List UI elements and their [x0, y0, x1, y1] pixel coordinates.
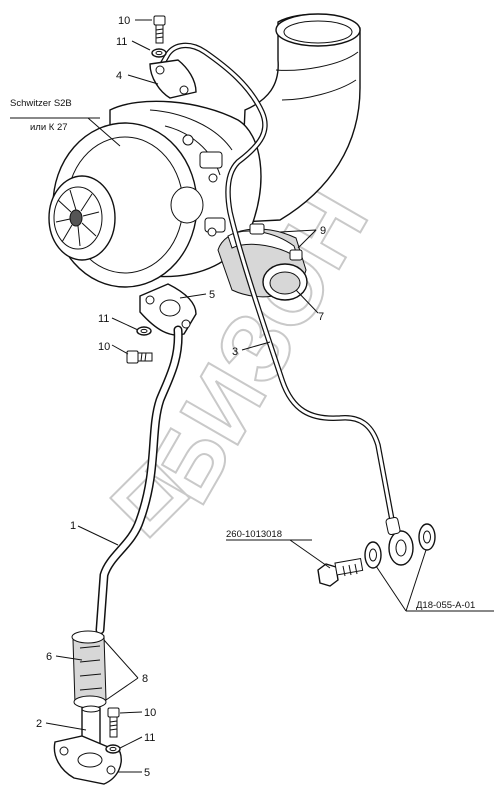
callout-11-bot: 11: [144, 732, 155, 744]
washer-11-bot: [105, 744, 121, 754]
callout-10-bot: 10: [144, 707, 156, 719]
bolt-10-mid: [126, 350, 153, 364]
oil-feed-pipe-3: [157, 42, 414, 566]
banjo-bolt: [317, 557, 364, 587]
washer-11-top: [151, 48, 167, 58]
washer-right: [418, 523, 436, 551]
bolt-10-bot: [107, 707, 120, 738]
turbo-alt-label: или К 27: [30, 122, 68, 133]
callout-2: 2: [36, 718, 42, 730]
washers-part-code: Д18-055-А-01: [416, 600, 475, 611]
leader-lines: [10, 19, 494, 773]
washer-11-mid: [136, 326, 152, 336]
oil-drain-tube-1: [95, 325, 183, 635]
impeller: [55, 189, 100, 247]
flange-5-bottom: [53, 735, 122, 785]
callout-8: 8: [142, 673, 148, 685]
callout-11-top: 11: [116, 36, 127, 48]
callout-6: 6: [46, 651, 52, 663]
callout-labels: 10 11 4 Schwitzer S2B или К 27 9 5 11 10…: [10, 15, 475, 779]
callout-10-mid: 10: [98, 341, 110, 353]
watermark-logo: [108, 456, 192, 540]
turbocharger: [48, 13, 361, 288]
callout-7: 7: [318, 311, 324, 323]
bolt-10-top: [153, 15, 166, 44]
bolt-part-code: 260-1013018: [226, 529, 282, 540]
callout-4: 4: [116, 70, 122, 82]
callout-3: 3: [232, 346, 238, 358]
callout-5-bot: 5: [144, 767, 150, 779]
turbo-model-label: Schwitzer S2B: [10, 98, 72, 109]
flange-5-top: [139, 283, 197, 336]
callout-10-top: 10: [118, 15, 130, 27]
flange-4: [149, 59, 197, 99]
callout-11-mid: 11: [98, 313, 109, 325]
callout-5-top: 5: [209, 289, 215, 301]
washer-left: [364, 541, 382, 569]
rubber-sleeve-6: [71, 630, 107, 709]
callout-1: 1: [70, 520, 76, 532]
callout-9: 9: [320, 225, 326, 237]
